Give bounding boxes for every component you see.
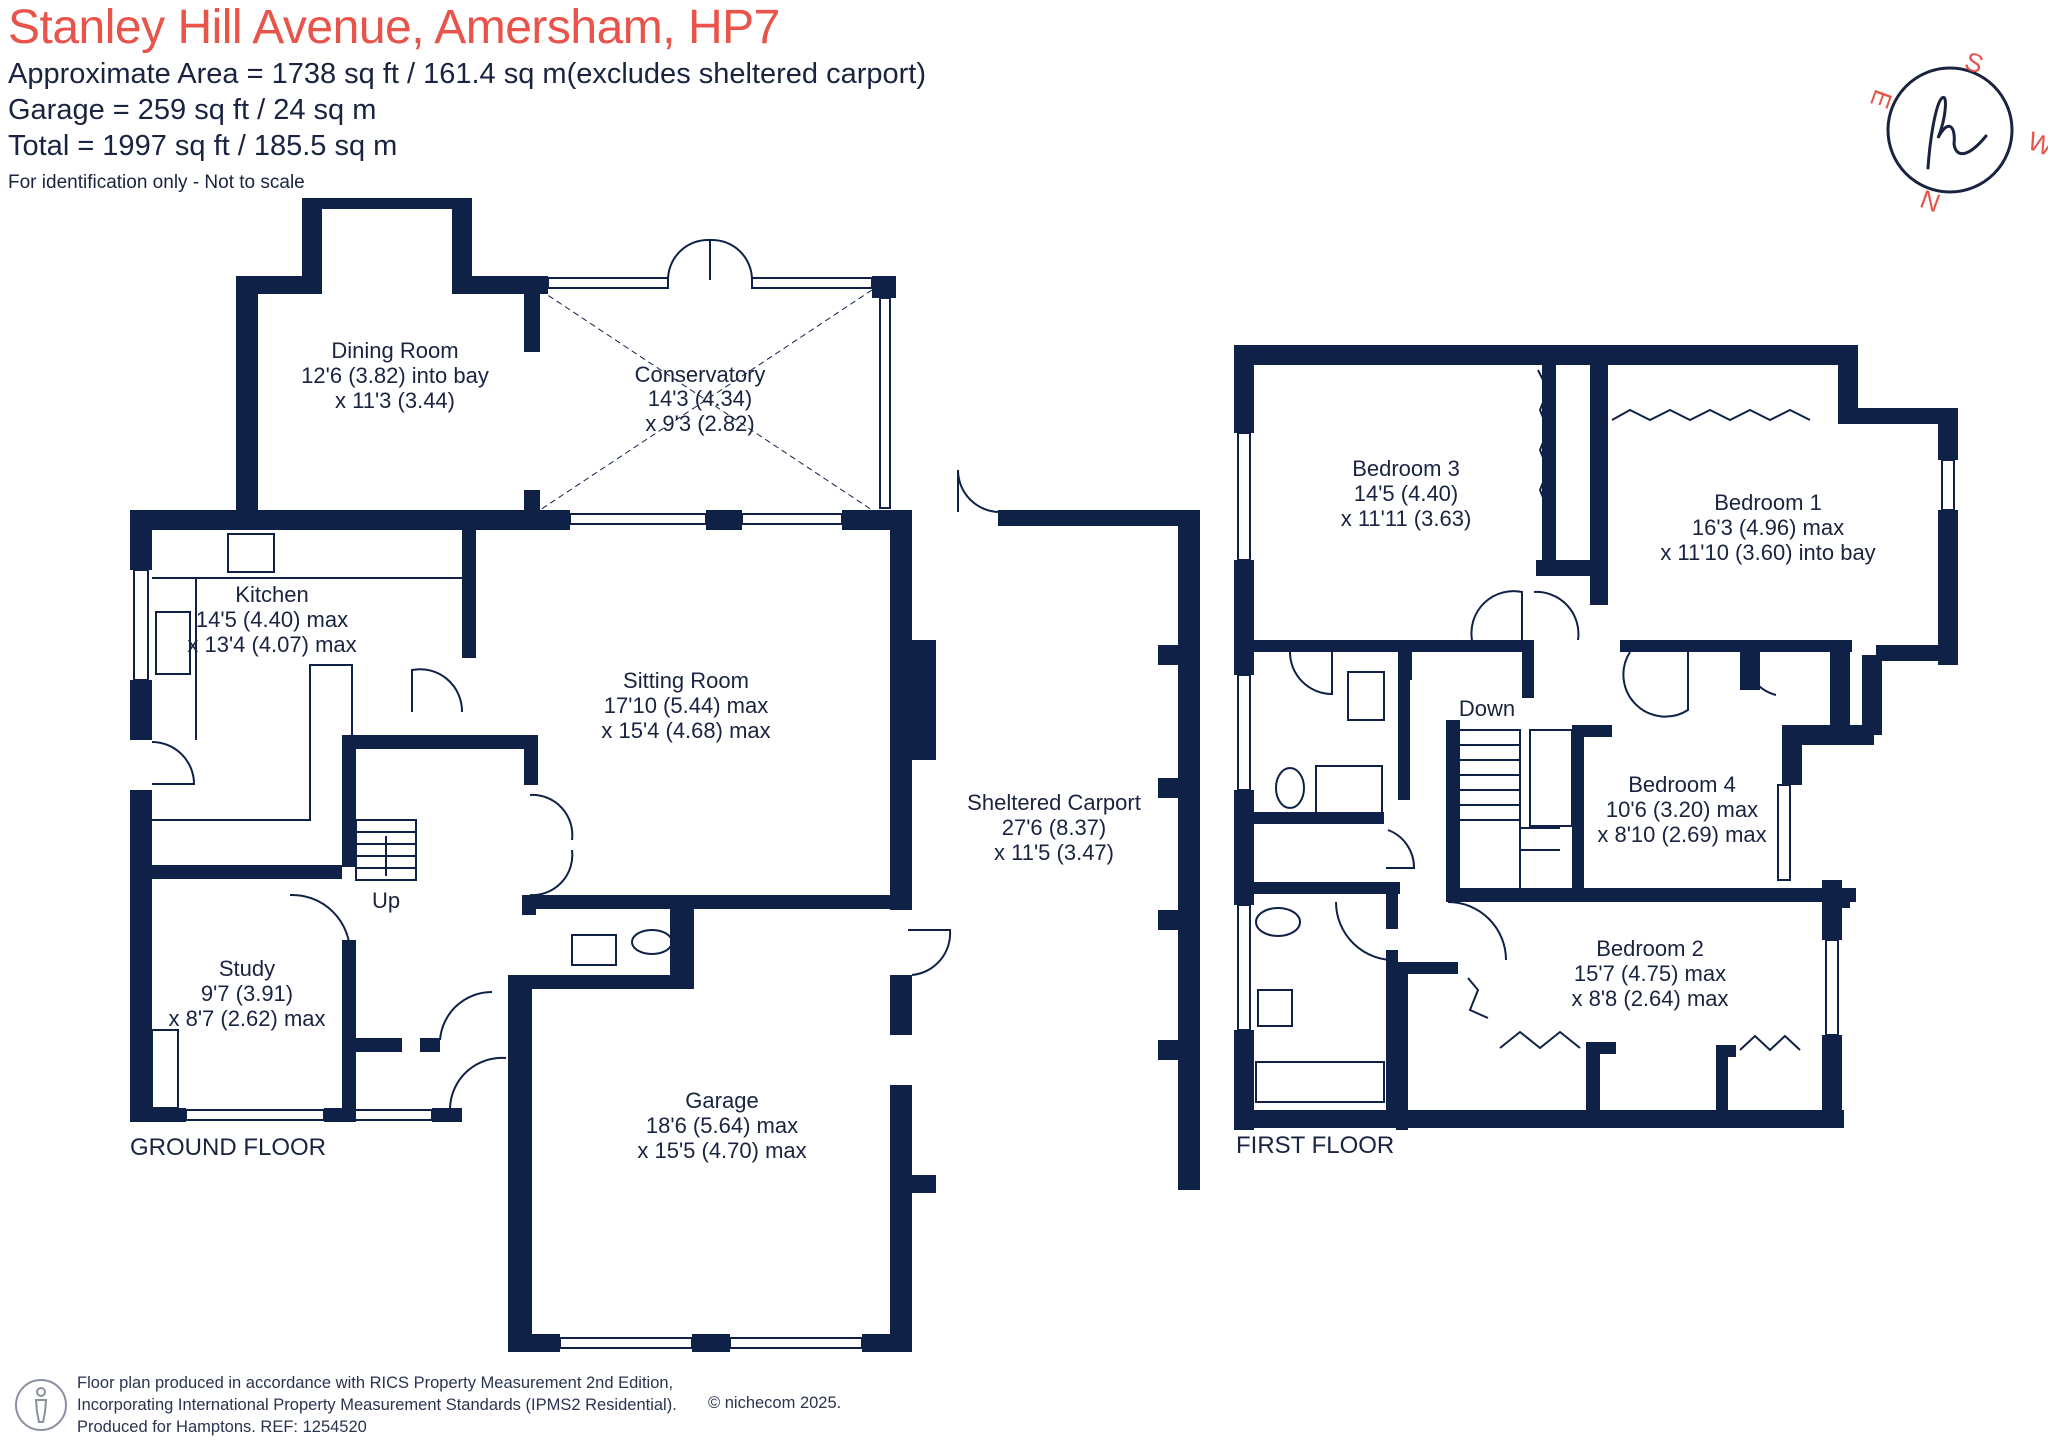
stair-label: Up (372, 888, 400, 913)
room-dim: 10'6 (3.20) max (1606, 797, 1758, 822)
room-dim: 14'5 (4.40) max (196, 607, 348, 632)
area-main: Approximate Area = 1738 sq ft / 161.4 sq… (8, 58, 927, 90)
room-name: Sheltered Carport (967, 790, 1141, 815)
room-name: Study (219, 956, 275, 981)
scale-note: For identification only - Not to scale (8, 172, 305, 193)
stair-label: Down (1459, 696, 1515, 721)
room-dim: 16'3 (4.96) max (1692, 515, 1844, 540)
room-name: Bedroom 4 (1628, 772, 1736, 797)
room-dim: 12'6 (3.82) into bay (301, 363, 489, 388)
room-dim: x 11'10 (3.60) into bay (1660, 540, 1875, 565)
room-name: Bedroom 3 (1352, 456, 1460, 481)
room-name: Conservatory (635, 362, 766, 387)
ground-floor-windows (133, 199, 1001, 1349)
first-floor-label: FIRST FLOOR (1236, 1132, 1395, 1159)
room-dim: x 8'7 (2.62) max (168, 1006, 325, 1031)
area-total: Total = 1997 sq ft / 185.5 sq m (8, 130, 398, 162)
area-garage: Garage = 259 sq ft / 24 sq m (8, 94, 377, 126)
room-dim: x 9'3 (2.82) (645, 411, 754, 436)
ground-floor-room-labels: Dining Room 12'6 (3.82) into bay x 11'3 … (168, 338, 1140, 1163)
room-dim: x 11'11 (3.63) (1341, 506, 1472, 531)
room-dim: x 11'5 (3.47) (994, 840, 1114, 865)
ground-floor-walls (130, 198, 1200, 1352)
first-floor-room-labels: Bedroom 3 14'5 (4.40) x 11'11 (3.63) Bed… (1341, 456, 1876, 1011)
room-dim: 27'6 (8.37) (1002, 815, 1107, 840)
room-dim: x 11'3 (3.44) (335, 388, 455, 413)
page-title: Stanley Hill Avenue, Amersham, HP7 (8, 1, 780, 54)
footer-line-3: Produced for Hamptons. REF: 1254520 (77, 1418, 367, 1436)
room-dim: 9'7 (3.91) (201, 981, 293, 1006)
room-dim: x 15'5 (4.70) max (637, 1138, 806, 1163)
room-dim: 14'5 (4.40) (1354, 481, 1459, 506)
footer-notes: Floor plan produced in accordance with R… (77, 1372, 677, 1438)
copyright: © nichecom 2025. (708, 1394, 842, 1412)
room-name: Sitting Room (623, 668, 749, 693)
room-name: Garage (685, 1088, 758, 1113)
room-name: Bedroom 2 (1596, 936, 1704, 961)
room-dim: x 8'8 (2.64) max (1571, 986, 1728, 1011)
room-dim: x 8'10 (2.69) max (1597, 822, 1766, 847)
room-name: Kitchen (235, 582, 308, 607)
first-floor-windows (1237, 369, 1955, 1103)
ground-floor-label: GROUND FLOOR (130, 1134, 327, 1161)
room-name: Bedroom 1 (1714, 490, 1822, 515)
room-dim: x 13'4 (4.07) max (187, 632, 356, 657)
first-floor-walls (1234, 345, 1958, 1130)
person-icon (15, 1379, 67, 1431)
room-dim: 14'3 (4.34) (648, 386, 753, 411)
footer-line-1: Floor plan produced in accordance with R… (77, 1374, 674, 1392)
compass-icon: S W N E (1864, 48, 2048, 218)
room-name: Dining Room (331, 338, 458, 363)
footer-line-2: Incorporating International Property Mea… (77, 1396, 677, 1414)
room-dim: 17'10 (5.44) max (604, 693, 768, 718)
room-dim: 15'7 (4.75) max (1574, 961, 1726, 986)
room-dim: x 15'4 (4.68) max (601, 718, 770, 743)
room-dim: 18'6 (5.64) max (646, 1113, 798, 1138)
